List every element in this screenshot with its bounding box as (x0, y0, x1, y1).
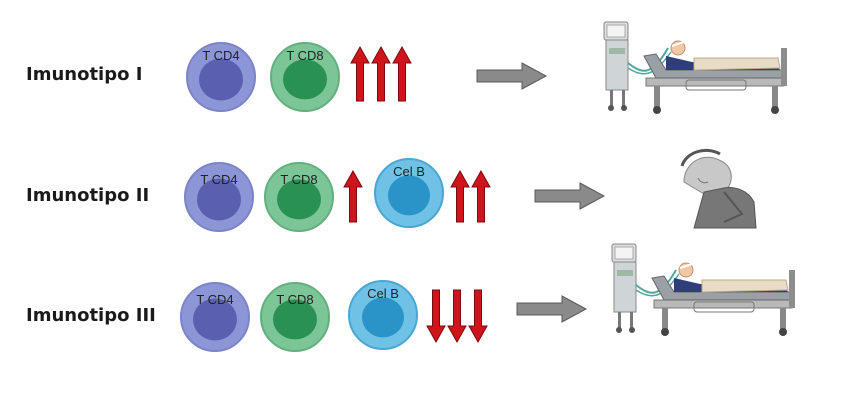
cell-nucleus (283, 59, 327, 100)
b-cell: Cel B (374, 158, 444, 228)
row-label-imunotipo-3: Imunotipo III (26, 305, 156, 326)
up-arrows-row-1 (350, 45, 412, 102)
t-cd8-cell: T CD8 (270, 42, 340, 112)
t-cd4-cell: T CD4 (180, 282, 250, 352)
up-arrow-icon (350, 45, 370, 102)
cell-nucleus (273, 299, 317, 340)
down-arrow-icon (426, 289, 446, 344)
cell-nucleus (277, 179, 321, 220)
cell-nucleus (199, 58, 243, 101)
t-cd8-cell: T CD8 (264, 162, 334, 232)
up-arrow-icon (371, 45, 391, 102)
cell-nucleus (388, 175, 430, 216)
up-arrow-icon (450, 170, 470, 223)
cell-label: T CD8 (276, 292, 314, 307)
t-cd4-cell: T CD4 (186, 42, 256, 112)
cell-label: T CD4 (202, 48, 240, 63)
right-arrow-icon (476, 62, 548, 90)
ventilated-patient-in-bed-icon (603, 21, 787, 114)
row-label-imunotipo-1: Imunotipo I (26, 64, 143, 85)
cell-label: Cel B (393, 164, 425, 179)
up-arrow-row-2-cd8 (343, 170, 363, 223)
up-arrow-icon (343, 170, 363, 223)
cell-label: T CD8 (280, 172, 318, 187)
cell-label: Cel B (367, 286, 399, 301)
cell-nucleus (193, 298, 237, 341)
right-arrow-icon (534, 182, 606, 210)
cell-nucleus (197, 178, 241, 221)
down-arrow-icon (468, 289, 488, 344)
cell-label: T CD8 (286, 48, 324, 63)
row-label-imunotipo-2: Imunotipo II (26, 185, 150, 206)
down-arrow-icon (447, 289, 467, 344)
b-cell: Cel B (348, 280, 418, 350)
cell-label: T CD4 (196, 292, 234, 307)
seated-patient-icon (680, 149, 757, 229)
ventilated-patient-in-bed-icon (611, 243, 795, 336)
up-arrow-icon (392, 45, 412, 102)
up-arrow-icon (471, 170, 491, 223)
cell-label: T CD4 (200, 172, 238, 187)
t-cd8-cell: T CD8 (260, 282, 330, 352)
t-cd4-cell: T CD4 (184, 162, 254, 232)
cell-nucleus (362, 297, 404, 338)
up-arrows-row-2-b (450, 170, 491, 223)
down-arrows-row-3 (426, 289, 488, 344)
right-arrow-icon (516, 295, 588, 323)
